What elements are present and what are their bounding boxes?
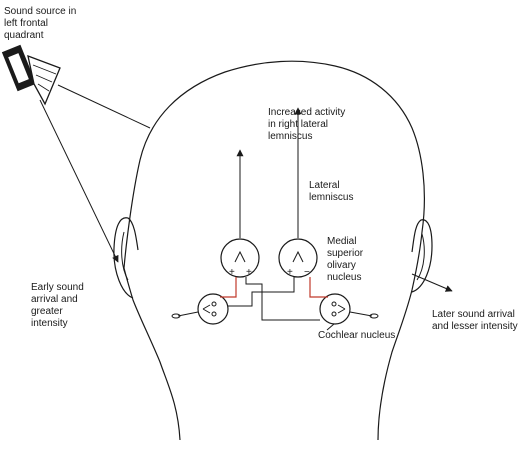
- right-contra-connection: [245, 277, 320, 321]
- left-ear-inner: [121, 231, 129, 281]
- early-sound-label: Early sound arrival and greater intensit…: [31, 282, 87, 329]
- right-olive-sign-2: −: [304, 267, 310, 278]
- cochlear-label-pointer: [326, 323, 335, 331]
- medial-superior-olivary-label: Medial superior olivary nucleus: [327, 236, 366, 283]
- left-ear: [113, 217, 139, 299]
- later-sound-label: Later sound arrival and lesser intensity: [432, 309, 518, 332]
- early-sound-arrow: [39, 99, 119, 263]
- head-outline: [123, 60, 425, 441]
- left-olive-sign-2: +: [246, 267, 252, 278]
- left-nerve-end: [171, 313, 181, 319]
- left-ipsi-connection: [220, 277, 237, 298]
- right-ipsi-connection: [309, 277, 328, 298]
- right-nerve-end: [369, 313, 379, 319]
- left-auditory-nerve: [177, 311, 199, 317]
- left-contra-connection: [228, 277, 295, 307]
- right-olive-neuron: + −: [278, 238, 318, 278]
- left-cochlear-neuron: [197, 293, 229, 325]
- cochlear-nucleus-label: Cochlear nucleus: [318, 330, 395, 341]
- right-auditory-nerve: [349, 311, 373, 317]
- right-cochlear-neuron: [319, 293, 351, 325]
- left-olive-sign-1: +: [229, 267, 235, 278]
- speaker-icon: [1, 44, 61, 106]
- left-olive-neuron: + +: [220, 238, 260, 278]
- lateral-lemniscus-label: Lateral lemniscus: [309, 180, 353, 203]
- far-ear-line: [57, 84, 151, 129]
- increased-activity-label: Increased activity in right lateral lemn…: [268, 107, 348, 142]
- right-ear: [411, 219, 433, 293]
- right-olive-sign-1: +: [287, 267, 293, 278]
- later-sound-arrow: [411, 273, 453, 292]
- sound-source-label: Sound source in left frontal quadrant: [4, 6, 79, 41]
